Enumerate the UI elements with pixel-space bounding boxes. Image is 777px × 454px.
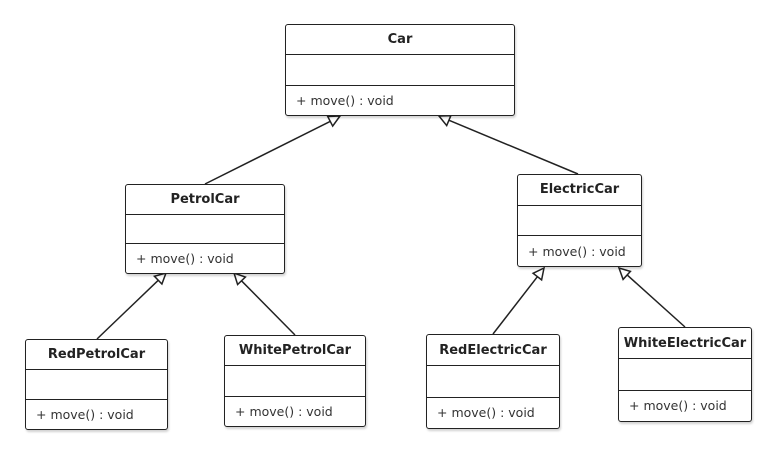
class-name: Car	[286, 25, 514, 56]
operation: + move() : void	[36, 407, 134, 422]
class-name: ElectricCar	[518, 175, 641, 206]
attributes-compartment	[427, 366, 559, 398]
edge-redpetrolcar-to-petrolcar	[96, 279, 159, 340]
class-name: WhiteElectricCar	[619, 328, 751, 360]
class-red-electric-car[interactable]: RedElectricCar + move() : void	[426, 334, 560, 429]
class-name: PetrolCar	[126, 185, 284, 215]
attributes-compartment	[126, 215, 284, 245]
operation: + move() : void	[437, 405, 535, 421]
operation: + move() : void	[296, 92, 394, 108]
operation: + move() : void	[235, 403, 333, 419]
operation: + move() : void	[136, 251, 234, 267]
class-white-electric-car[interactable]: WhiteElectricCar + move() : void	[618, 327, 752, 422]
attributes-compartment	[518, 206, 641, 237]
attributes-compartment	[619, 359, 751, 391]
attributes-compartment	[225, 366, 365, 397]
class-electric-car[interactable]: ElectricCar + move() : void	[517, 174, 642, 267]
edge-electriccar-to-car	[448, 119, 579, 175]
edge-whitepetrolcar-to-petrolcar	[240, 280, 296, 336]
class-name: RedElectricCar	[427, 335, 559, 367]
class-name: WhitePetrolCar	[225, 336, 365, 367]
attributes-compartment	[26, 370, 167, 400]
edge-redpetrolcar-arrowhead	[152, 271, 168, 286]
edge-whitepetrolcar-arrowhead	[232, 271, 247, 286]
edge-electriccar-arrowhead	[437, 114, 453, 128]
edge-redelectriccar-arrowhead	[531, 266, 546, 282]
class-petrol-car[interactable]: PetrolCar + move() : void	[125, 184, 285, 274]
class-red-petrol-car[interactable]: RedPetrolCar + move() : void	[25, 339, 168, 430]
edge-petrolcar-arrowhead	[326, 115, 342, 128]
edge-whiteelectriccar-to-electriccar	[626, 274, 686, 328]
class-name: RedPetrolCar	[26, 340, 167, 370]
attributes-compartment	[286, 55, 514, 86]
edge-redelectriccar-to-electriccar	[492, 276, 539, 335]
class-white-petrol-car[interactable]: WhitePetrolCar + move() : void	[224, 335, 366, 427]
edge-petrolcar-to-car	[204, 120, 331, 185]
edge-whiteelectriccar-arrowhead	[617, 266, 632, 281]
class-car[interactable]: Car + move() : void	[285, 24, 515, 116]
operation: + move() : void	[629, 398, 727, 414]
operation: + move() : void	[528, 243, 626, 259]
